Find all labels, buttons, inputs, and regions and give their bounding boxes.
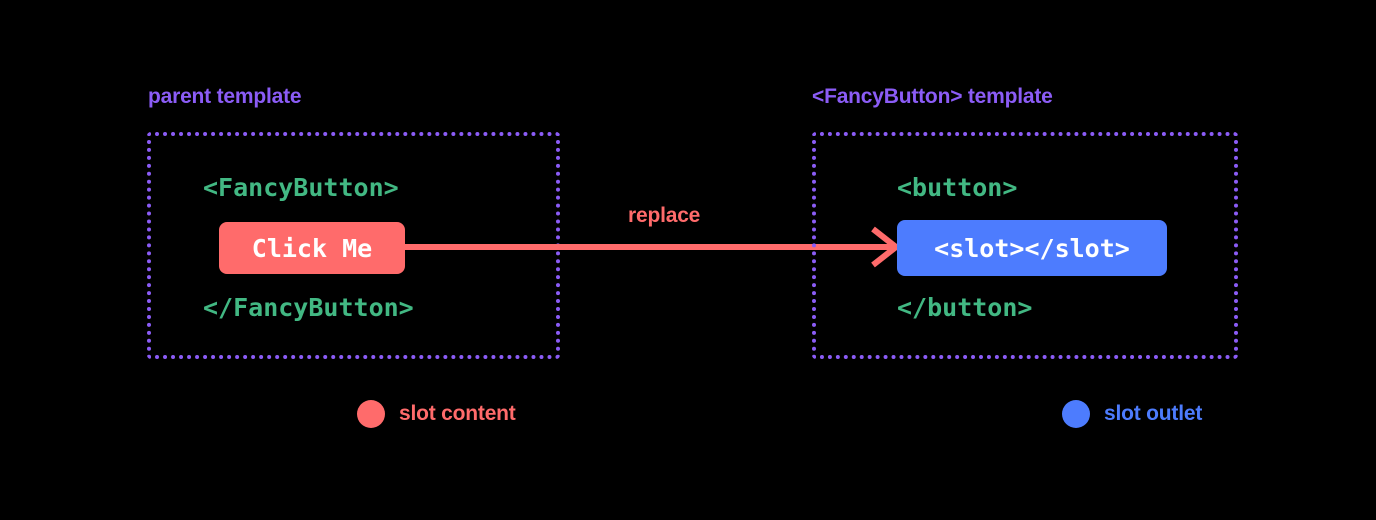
panel-caption-parent-template: parent template <box>148 85 302 108</box>
panel-fancybutton-template <box>812 132 1238 359</box>
code-open-tag-button: <button> <box>897 173 1018 202</box>
legend-label-slot-outlet: slot outlet <box>1104 402 1203 425</box>
code-open-tag-fancybutton: <FancyButton> <box>203 173 399 202</box>
legend-item-slot-outlet: slot outlet <box>1062 400 1202 428</box>
legend-item-slot-content: slot content <box>357 400 516 428</box>
legend-label-slot-content: slot content <box>399 402 516 425</box>
slot-outlet-chip-slot[interactable]: <slot></slot> <box>897 220 1167 276</box>
code-close-tag-button: </button> <box>897 293 1033 322</box>
replace-arrow-icon <box>400 226 901 268</box>
arrow-head <box>871 226 901 268</box>
legend-dot-icon-slot-content <box>357 400 385 428</box>
slot-content-chip-click-me[interactable]: Click Me <box>219 222 405 274</box>
legend-dot-icon-slot-outlet <box>1062 400 1090 428</box>
arrow-label-replace: replace <box>628 204 701 227</box>
panel-caption-fancybutton-template: <FancyButton> template <box>812 85 1053 108</box>
code-close-tag-fancybutton: </FancyButton> <box>203 293 414 322</box>
